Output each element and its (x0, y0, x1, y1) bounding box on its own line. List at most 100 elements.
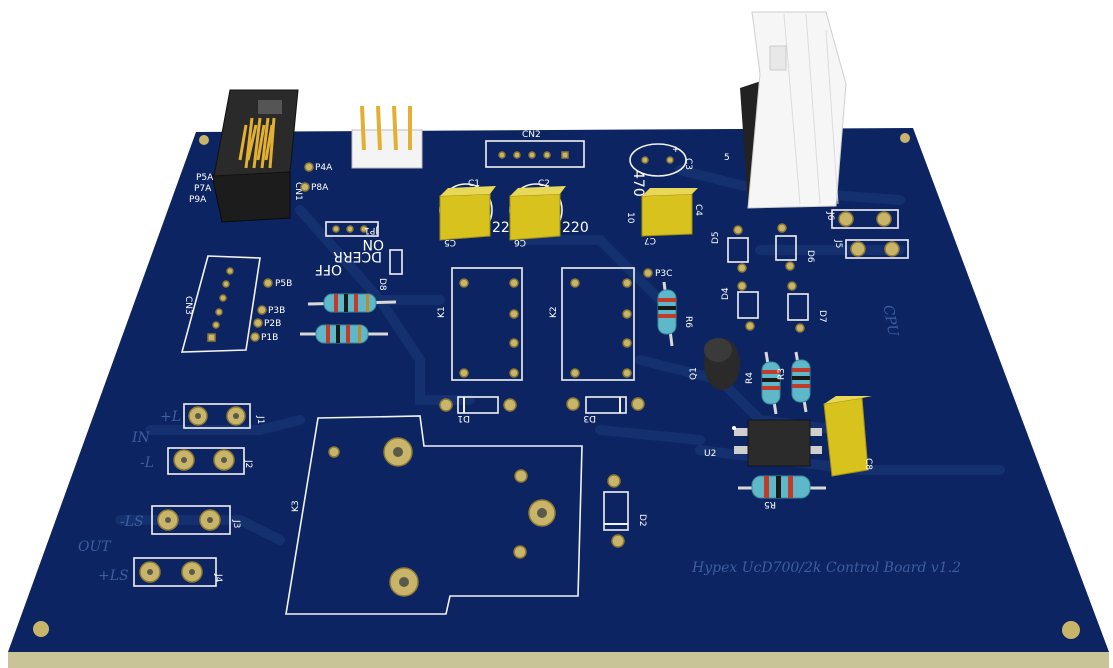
ic-u2: U2 (704, 419, 822, 467)
on-label: ON (363, 236, 385, 252)
r4-label: R4 (745, 372, 755, 384)
mounting-hole (1062, 621, 1080, 639)
relay-k2: K2 P3C (549, 267, 672, 381)
capacitor-c3: + C3 470 (629, 143, 693, 197)
cn3-outline (180, 255, 261, 353)
white-connector-pins (360, 105, 412, 151)
c5-label: C5 (444, 237, 456, 247)
p5a-label: P5A (196, 173, 214, 183)
mounting-hole (199, 135, 209, 145)
cn1-label: CN1 (293, 182, 303, 201)
relay-k1: K1 (437, 267, 523, 381)
p3c-label: P3C (655, 269, 672, 279)
c2-label: C2 (538, 179, 550, 189)
svg-text:+: + (672, 145, 680, 155)
c8-label: C8 (863, 458, 873, 470)
p5b-label: P5B (275, 279, 292, 289)
jp1-jumper: JP1 ON DCERR OFF D8 (315, 221, 403, 291)
board-surface (8, 128, 1109, 652)
capacitor-c6: C2 C6 220 (509, 179, 589, 247)
plus-ls-label: +LS (98, 568, 129, 584)
d4-label: D4 (721, 287, 731, 300)
p2b-test-pad (253, 318, 263, 328)
p3b-label: P3B (268, 306, 285, 316)
resistor-r6: R6 (657, 281, 693, 347)
u2-label: U2 (704, 449, 716, 459)
d7-label: D7 (817, 310, 827, 323)
d2-label: D2 (637, 514, 647, 527)
j5-label: J5 (833, 239, 843, 248)
cn1-body (211, 169, 291, 223)
d6-label: D6 (805, 250, 815, 263)
connector-j5: J5 (833, 239, 909, 259)
k1-label: K1 (437, 306, 447, 318)
connector-j3: J3 (151, 505, 241, 535)
cn1-pins (238, 117, 276, 169)
cn3-footprint: CN3 P5B P3B P2B P1B (180, 255, 292, 353)
j2-label: J2 (243, 459, 253, 468)
mounting-hole (900, 133, 910, 143)
plus-l-label: +L (160, 409, 181, 425)
p4a-label: P4A (315, 163, 333, 173)
diode-d1: D1 (439, 396, 517, 423)
board-title: Hypex UcD700/2k Control Board v1.2 (691, 560, 961, 576)
k2-label: K2 (549, 306, 559, 318)
resistor-r4: R4 (745, 351, 781, 415)
p8a-test-pad (300, 182, 310, 192)
cn1-header: CN1 P5A P7A P9A P4A P8A (189, 89, 333, 223)
cn2-outline (485, 140, 585, 168)
d1-label: D1 (457, 413, 470, 423)
heatsink: 5 (724, 11, 847, 209)
connector-j2: J2 (167, 447, 253, 475)
d8-outline (389, 249, 403, 275)
j6-label: J6 (825, 211, 835, 221)
jp1-label: JP1 (364, 225, 379, 235)
svg-text:5: 5 (724, 153, 730, 163)
d5-label: D5 (711, 231, 721, 244)
c3-value: 470 (630, 170, 646, 197)
relay-k3: K3 (285, 415, 583, 615)
c4-value: 10 (625, 212, 635, 224)
c1-label: C1 (468, 179, 480, 189)
diode-d7: D7 (787, 281, 827, 333)
k3-label: K3 (291, 500, 301, 512)
mounting-hole (33, 621, 49, 637)
diode-d2: D2 (603, 474, 647, 548)
connector-j1: J1 (183, 403, 265, 429)
connector-j6: J6 (825, 209, 899, 229)
p8a-label: P8A (311, 183, 329, 193)
capacitor-c8: C8 (823, 396, 873, 477)
p5b-test-pad (263, 278, 273, 288)
r3-label: R3 (777, 368, 787, 380)
q1-label: Q1 (689, 367, 699, 380)
j1-label: J1 (255, 415, 265, 424)
r6-label: R6 (683, 316, 693, 328)
r5-label: R5 (764, 499, 776, 509)
connector-j4: J4 (133, 557, 223, 587)
c4-label: C4 (693, 204, 703, 216)
j4-label: J4 (213, 573, 223, 583)
p7a-label: P7A (194, 184, 212, 194)
p1b-test-pad (250, 332, 260, 342)
p4a-test-pad (304, 162, 314, 172)
k2-outline (561, 267, 635, 381)
minus-ls-label: -LS (120, 514, 144, 530)
capacitor-c7: C4 C7 10 (625, 188, 703, 245)
k3-outline (285, 415, 583, 615)
cn1-slot (258, 100, 282, 114)
cn2-footprint: CN2 (485, 130, 585, 168)
p9a-label: P9A (189, 195, 207, 205)
dcerr-label: DCERR (333, 248, 382, 264)
input-label: IN (131, 430, 151, 446)
resistor-r1 (307, 293, 397, 313)
j3-label: J3 (231, 519, 241, 528)
jp1-outline (325, 221, 379, 237)
c7-label: C7 (644, 235, 656, 245)
capacitor-c5: C1 C5 220 (439, 179, 519, 247)
cn3-label: CN3 (183, 296, 193, 315)
resistor-r2 (300, 324, 388, 344)
d8-label: D8 (377, 278, 387, 291)
white-connector (351, 105, 423, 169)
d3-label: D3 (583, 413, 596, 423)
